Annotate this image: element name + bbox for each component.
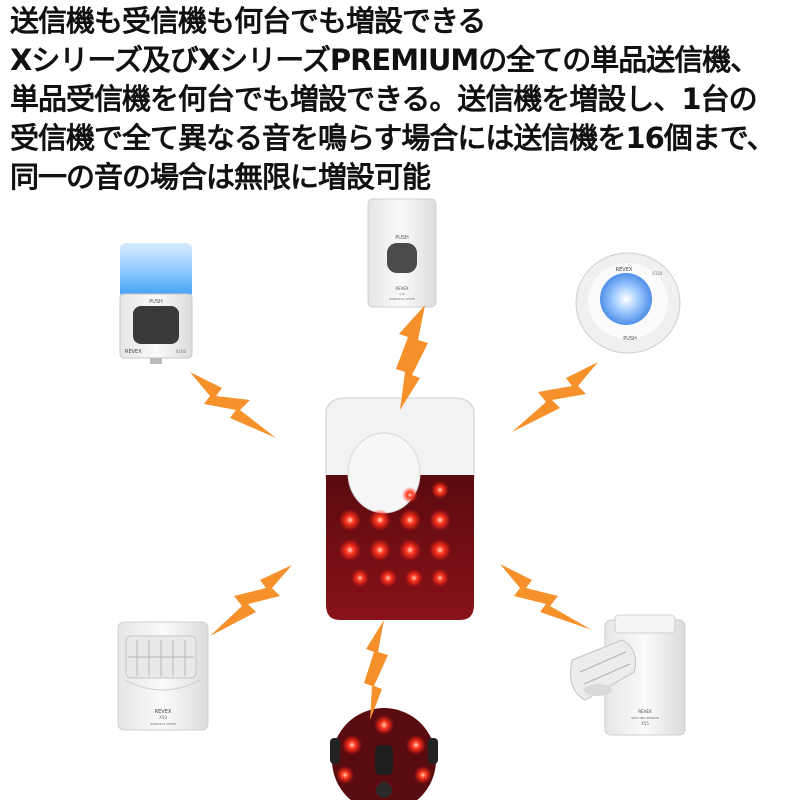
push-label: PUSH — [395, 235, 409, 241]
device-receiver-center — [325, 397, 475, 620]
sub-label: WIRELESS CHIME — [389, 297, 415, 301]
device-round-button-top-right: REVEX X120 PUSH — [575, 252, 681, 354]
device-spot-sensor-right: REVEX SPOT INR SENSOR X55 — [570, 614, 686, 736]
model-label: X50 — [159, 715, 167, 720]
lightning-arrow-top-right — [512, 362, 598, 432]
device-motion-sensor-left: REVEX X50 WIRELESS CHIME — [117, 621, 209, 731]
led-array — [339, 481, 451, 587]
headline-line-2: 単品受信機を何台でも増設できる。送信機を増設し、1台の — [10, 82, 758, 116]
brand-label: REVEX — [125, 349, 142, 355]
push-label: PUSH — [623, 336, 637, 342]
sub-label: WIRELESS CHIME — [150, 722, 176, 726]
headline: 送信機も受信機も何台でも増設できる Xシリーズ及びXシリーズPREMIUMの全て… — [10, 2, 790, 197]
device-strobe-bottom — [330, 708, 438, 800]
device-push-button-top-center: PUSH REVEX X10 WIRELESS CHIME — [367, 198, 437, 308]
model-label: X55 — [641, 721, 649, 726]
lightning-arrow-top-center — [396, 305, 428, 410]
brand-label: REVEX — [395, 286, 409, 291]
device-push-button-top-left: PUSH REVEX X100 — [119, 243, 193, 364]
model-label: X120 — [652, 271, 663, 276]
headline-line-4: 同一の音の場合は無限に増設可能 — [10, 160, 431, 194]
brand-label: REVEX — [638, 709, 652, 714]
lightning-arrow-bottom — [364, 620, 388, 720]
model-label: X100 — [176, 349, 187, 354]
headline-line-1: Xシリーズ及びXシリーズPREMIUMの全ての単品送信機、 — [10, 43, 759, 77]
lightning-arrow-left — [210, 565, 292, 636]
model-label: X10 — [399, 292, 405, 296]
lightning-arrow-right — [500, 564, 592, 630]
signal-arrows — [190, 305, 598, 720]
device-diagram: PUSH REVEX X100 PUSH REVEX X10 WIRELESS … — [0, 190, 800, 800]
push-label: PUSH — [149, 299, 163, 305]
headline-line-3: 受信機で全て異なる音を鳴らす場合には送信機を16個まで、 — [10, 121, 776, 155]
sub-label: SPOT INR SENSOR — [631, 716, 658, 720]
brand-label: REVEX — [155, 709, 172, 715]
brand-label: REVEX — [616, 267, 633, 273]
headline-title: 送信機も受信機も何台でも増設できる — [10, 4, 486, 38]
lightning-arrow-top-left — [190, 372, 276, 438]
